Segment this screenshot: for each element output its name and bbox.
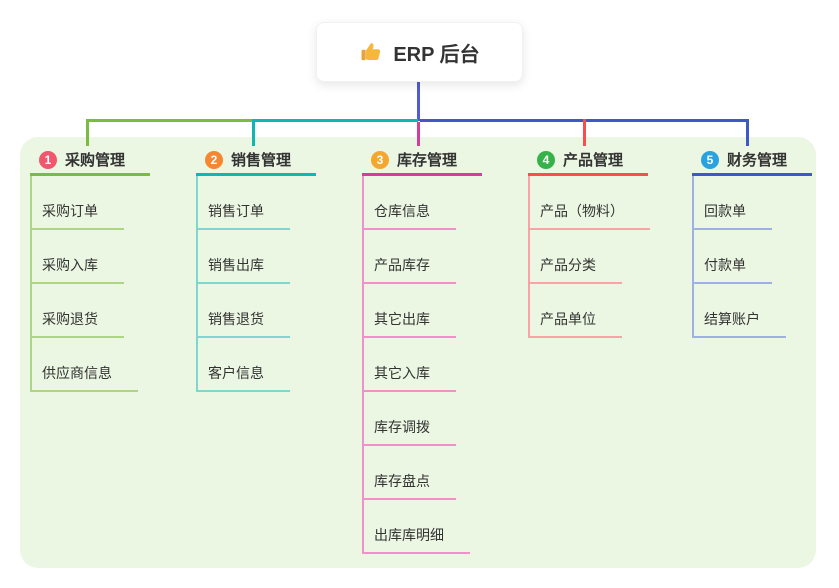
thumbs-up-icon bbox=[361, 43, 381, 61]
branch-purchase-management: 1 采购管理 采购订单 采购入库 采购退货 供应商信息 bbox=[30, 146, 170, 392]
branch-label: 产品管理 bbox=[563, 152, 624, 169]
branch-finance-management: 5 财务管理 回款单 付款单 结算账户 bbox=[692, 146, 832, 338]
branch-label: 销售管理 bbox=[231, 152, 292, 169]
branch-node-inventory[interactable]: 3 库存管理 bbox=[362, 146, 482, 176]
branch-number-badge: 5 bbox=[701, 150, 719, 169]
branch-children-list: 销售订单 销售出库 销售退货 客户信息 bbox=[196, 176, 290, 392]
branch-number-badge: 1 bbox=[39, 150, 57, 169]
connector-drop-branch4 bbox=[583, 119, 586, 146]
connector-horizontal-branch2 bbox=[254, 119, 418, 122]
branch-node-product[interactable]: 4 产品管理 bbox=[528, 146, 648, 176]
connector-drop-branch3 bbox=[417, 122, 420, 146]
branch-label: 采购管理 bbox=[65, 152, 126, 169]
child-node[interactable]: 产品（物料） bbox=[530, 176, 650, 230]
child-node[interactable]: 销售订单 bbox=[198, 176, 290, 230]
branch-number-badge: 3 bbox=[371, 150, 389, 169]
child-node[interactable]: 结算账户 bbox=[694, 284, 786, 338]
root-node-erp[interactable]: ERP 后台 bbox=[316, 22, 523, 82]
branch-children-list: 仓库信息 产品库存 其它出库 其它入库 库存调拨 库存盘点 出库库明细 bbox=[362, 176, 470, 554]
root-stem-connector bbox=[417, 82, 420, 121]
child-node[interactable]: 销售退货 bbox=[198, 284, 290, 338]
branch-node-purchase[interactable]: 1 采购管理 bbox=[30, 146, 150, 176]
child-node[interactable]: 产品单位 bbox=[530, 284, 622, 338]
child-node[interactable]: 仓库信息 bbox=[364, 176, 456, 230]
branch-children-list: 产品（物料） 产品分类 产品单位 bbox=[528, 176, 650, 338]
branch-label: 财务管理 bbox=[727, 152, 788, 169]
branch-product-management: 4 产品管理 产品（物料） 产品分类 产品单位 bbox=[528, 146, 668, 338]
child-node[interactable]: 库存盘点 bbox=[364, 446, 456, 500]
connector-drop-branch5 bbox=[746, 119, 749, 146]
connector-drop-branch1 bbox=[86, 119, 89, 146]
branch-inventory-management: 3 库存管理 仓库信息 产品库存 其它出库 其它入库 库存调拨 库存盘点 出库库… bbox=[362, 146, 502, 554]
child-node[interactable]: 产品库存 bbox=[364, 230, 456, 284]
branch-number-badge: 4 bbox=[537, 150, 555, 169]
child-node[interactable]: 采购订单 bbox=[32, 176, 124, 230]
child-node[interactable]: 产品分类 bbox=[530, 230, 622, 284]
connector-drop-branch2 bbox=[252, 119, 255, 146]
child-node[interactable]: 库存调拨 bbox=[364, 392, 456, 446]
branch-children-list: 采购订单 采购入库 采购退货 供应商信息 bbox=[30, 176, 138, 392]
connector-horizontal-branch1 bbox=[86, 119, 254, 122]
branch-number-badge: 2 bbox=[205, 150, 223, 169]
branch-children-list: 回款单 付款单 结算账户 bbox=[692, 176, 786, 338]
child-node[interactable]: 采购入库 bbox=[32, 230, 124, 284]
child-node[interactable]: 供应商信息 bbox=[32, 338, 138, 392]
child-node[interactable]: 付款单 bbox=[694, 230, 772, 284]
child-node[interactable]: 其它入库 bbox=[364, 338, 456, 392]
child-node[interactable]: 客户信息 bbox=[198, 338, 290, 392]
child-node[interactable]: 回款单 bbox=[694, 176, 772, 230]
child-node[interactable]: 出库库明细 bbox=[364, 500, 470, 554]
child-node[interactable]: 其它出库 bbox=[364, 284, 456, 338]
root-node-label: ERP 后台 bbox=[393, 43, 480, 66]
branch-node-finance[interactable]: 5 财务管理 bbox=[692, 146, 812, 176]
branch-sales-management: 2 销售管理 销售订单 销售出库 销售退货 客户信息 bbox=[196, 146, 336, 392]
child-node[interactable]: 销售出库 bbox=[198, 230, 290, 284]
mindmap-background-panel bbox=[20, 137, 816, 568]
branch-node-sales[interactable]: 2 销售管理 bbox=[196, 146, 316, 176]
branch-label: 库存管理 bbox=[397, 152, 458, 169]
child-node[interactable]: 采购退货 bbox=[32, 284, 124, 338]
